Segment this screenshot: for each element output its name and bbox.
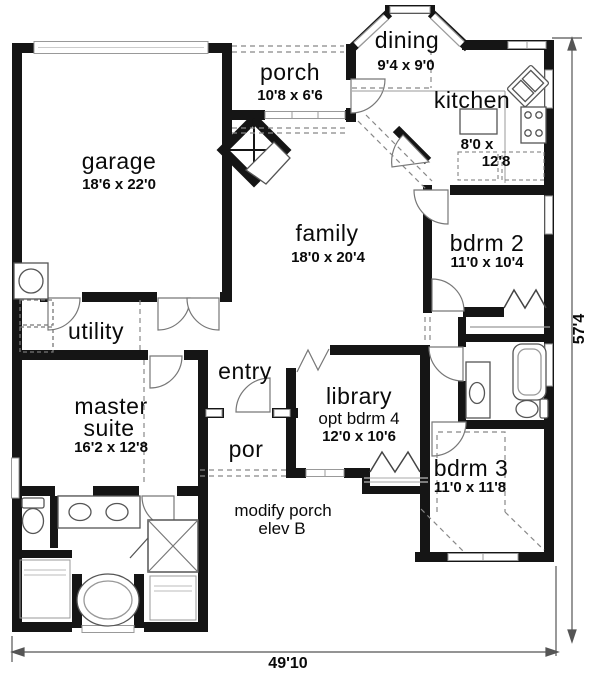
hall-double-door-left [157, 297, 191, 331]
label-library-size: 12'0 x 10'6 [322, 428, 396, 445]
master-toilet [21, 497, 45, 535]
label-family: family [295, 220, 358, 246]
master-door [149, 355, 183, 389]
label-por: por [229, 436, 264, 462]
library-cased-opening [296, 348, 330, 373]
dashed-lines [139, 45, 545, 553]
bdrm3-tray-ceiling [436, 431, 545, 551]
label-library-alt: opt bdrm 4 [318, 409, 399, 428]
label-porch-note-1: modify porch [234, 501, 331, 520]
label-master-size: 16'2 x 12'8 [74, 439, 148, 456]
kitchen-sink [506, 64, 550, 108]
master-window [11, 457, 20, 499]
bdrm2-door [431, 278, 465, 312]
kitchen-island [459, 108, 498, 135]
closet-bifold-doors [296, 288, 547, 474]
washer-dryer [19, 299, 54, 353]
labels: dining 9'4 x 9'0 porch 10'8 x 6'6 kitche… [68, 27, 588, 672]
label-dining: dining [375, 27, 439, 53]
label-bdrm3: bdrm 3 [434, 455, 509, 481]
label-porch-size: 10'8 x 6'6 [257, 87, 323, 104]
stove [520, 106, 547, 144]
dimension-line-bottom [10, 636, 560, 662]
library-closet-bifold [369, 450, 421, 474]
label-garage-size: 18'6 x 22'0 [82, 176, 156, 193]
right-window-2 [544, 195, 553, 235]
bdrm3-door [431, 421, 467, 457]
label-garage: garage [82, 148, 157, 174]
library-closet-shelf [364, 477, 428, 483]
label-master-2: suite [83, 415, 134, 441]
water-heater [13, 262, 49, 300]
label-bdrm3-size: 11'0 x 11'8 [434, 479, 506, 496]
label-porch-note-2: elev B [258, 519, 305, 538]
windows [11, 6, 553, 633]
hall-vanity-sink [465, 361, 491, 419]
pantry-shelves [457, 151, 545, 181]
front-door [235, 377, 271, 413]
kitchen-counter [352, 90, 506, 183]
label-kitchen: kitchen [434, 87, 510, 113]
label-bdrm2-size: 11'0 x 10'4 [450, 254, 524, 271]
master-vanity-sinks [57, 495, 141, 529]
kitchen-angled-door [391, 134, 431, 168]
fireplace [216, 112, 292, 188]
por-open-edge [200, 469, 286, 477]
porch-window [264, 111, 346, 119]
label-kitchen-size1: 8'0 x [461, 136, 494, 153]
kitchen-hall-door [413, 189, 449, 225]
hall-bath-door [428, 346, 464, 382]
dimension-lines [10, 36, 582, 662]
label-porch: porch [260, 59, 320, 85]
porch-door [350, 78, 386, 114]
hall-bathtub [512, 343, 547, 401]
label-bdrm2: bdrm 2 [450, 230, 525, 256]
master-closet-right [149, 575, 197, 621]
entry-sidelight-left [205, 409, 223, 417]
hall-double-door-right [186, 297, 220, 331]
right-window-1 [544, 69, 553, 109]
hall-toilet [515, 398, 549, 419]
bay-window [389, 6, 431, 14]
label-master-1: master [74, 393, 147, 419]
master-closet-left [19, 559, 71, 619]
label-entry: entry [218, 358, 272, 384]
label-overall-width: 49'10 [268, 655, 308, 672]
family-ceiling-diagonal [357, 114, 433, 190]
label-family-size: 18'0 x 20'4 [291, 249, 366, 266]
master-bathtub [76, 573, 140, 627]
label-utility: utility [68, 318, 124, 344]
shower [129, 519, 199, 573]
entry-sidelight-right [273, 409, 291, 417]
fixtures [13, 64, 550, 627]
porch-open-edge [232, 45, 344, 53]
label-kitchen-size2: 12'8 [482, 153, 511, 170]
label-overall-depth: 57'4 [571, 314, 588, 345]
label-library: library [326, 383, 392, 409]
bdrm2-closet-bifold [503, 288, 547, 310]
utility-door [47, 297, 81, 331]
label-dining-size: 9'4 x 9'0 [377, 57, 434, 74]
dimension-line-right [552, 36, 582, 656]
